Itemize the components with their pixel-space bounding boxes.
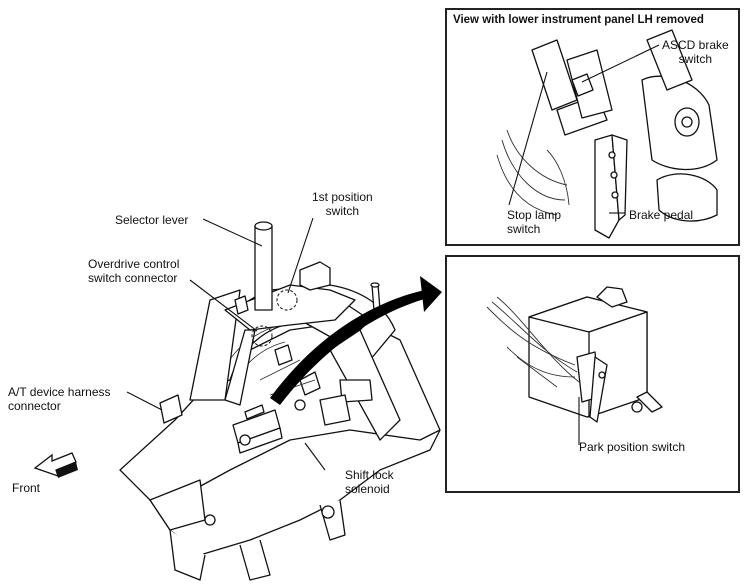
brake-pedal-area-drawing — [496, 29, 718, 239]
ascd-brake-switch-label: ASCD brake switch — [662, 38, 729, 66]
brake-pedal-label: Brake pedal — [629, 208, 694, 222]
shifter-base-drawing — [119, 221, 441, 581]
selector-lever-label: Selector lever — [115, 213, 189, 227]
park-switch-area-drawing — [486, 286, 663, 445]
park-position-switch-label: Park position switch — [579, 440, 686, 454]
at-device-harness-connector-label: A/T device harness connector — [8, 385, 111, 413]
top-inset-title: View with lower instrument panel LH remo… — [453, 14, 704, 26]
front-label: Front — [12, 481, 41, 495]
first-position-switch-label: 1st position switch — [312, 190, 373, 218]
leader-lines — [126, 217, 326, 471]
stop-lamp-switch-label: Stop lamp switch — [507, 208, 562, 236]
top-inset-panel: View with lower instrument panel LH remo… — [445, 8, 740, 246]
pointer-arrow-head — [420, 276, 442, 312]
pointer-arrow-body — [270, 290, 428, 405]
bottom-inset-panel: Park position switch — [445, 255, 740, 493]
shift-lock-solenoid-label: Shift lock solenoid — [345, 468, 394, 496]
overdrive-control-connector-label: Overdrive control switch connector — [88, 257, 180, 285]
